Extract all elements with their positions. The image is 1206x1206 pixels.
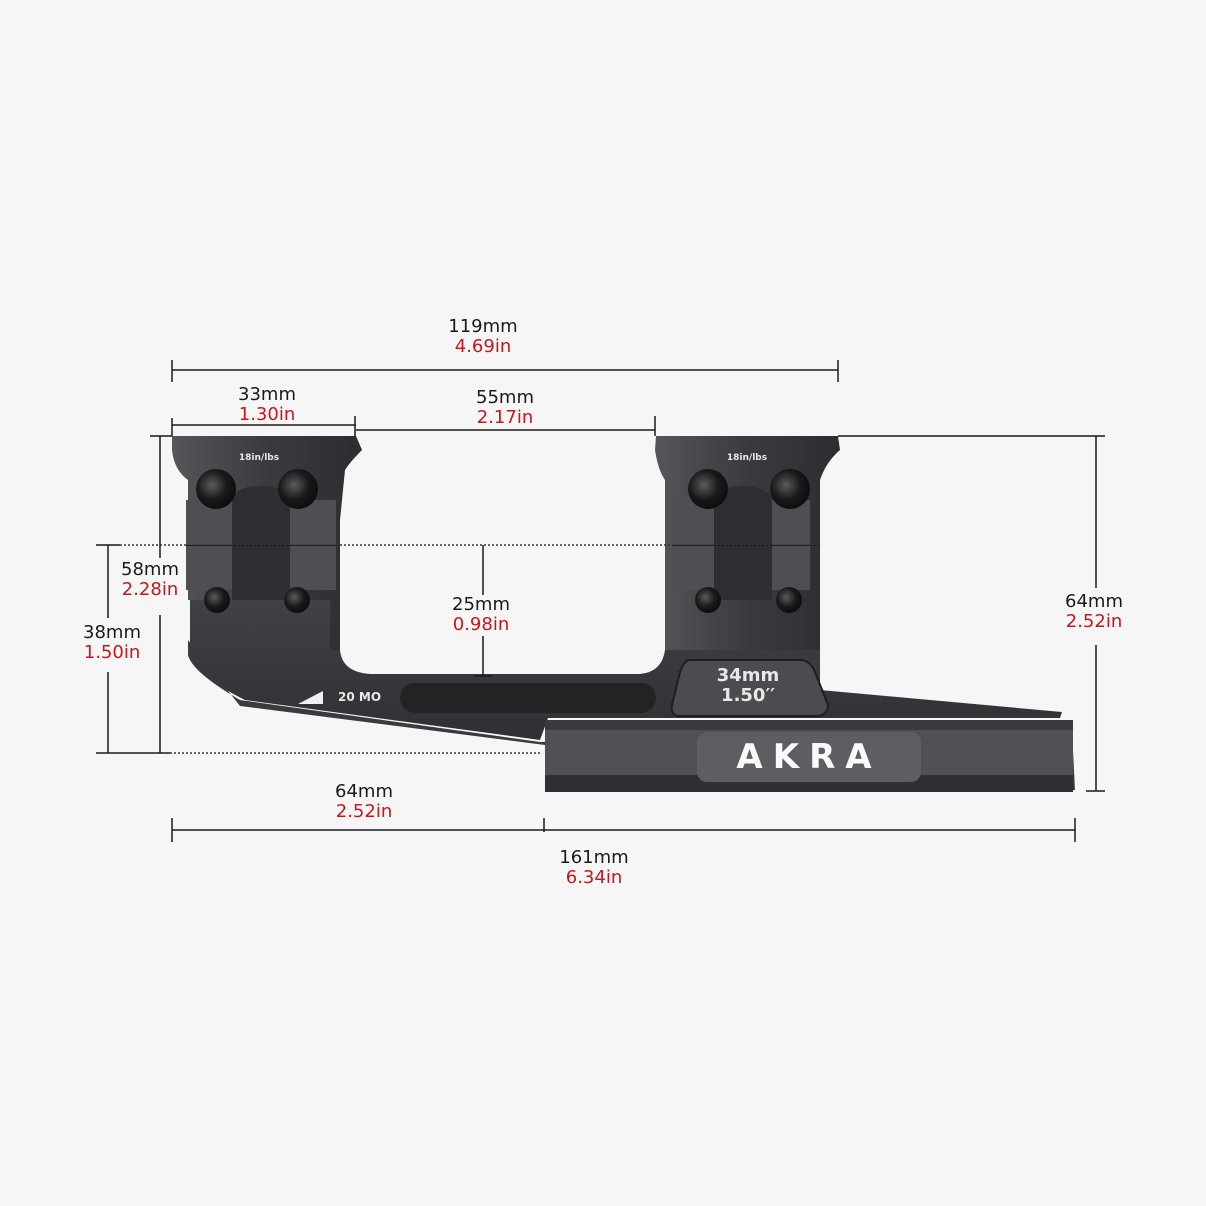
ring-size-plate	[670, 659, 830, 717]
reference-dotted-lines	[96, 544, 820, 754]
mount-body	[172, 436, 1075, 792]
cant-marking: 20 MO	[338, 690, 382, 704]
dimension-lines	[96, 360, 1105, 842]
dim-total-height-left: 58mm 2.28in	[121, 559, 179, 600]
cant-triangle-icon	[298, 691, 323, 704]
torque-marking-left: 18in/lbs	[238, 453, 280, 463]
clamp-lever	[697, 732, 921, 782]
lightening-slot	[400, 683, 656, 713]
ring-screw-holes	[196, 469, 810, 613]
ring-size-badge: 34mm 1.50′′	[700, 666, 796, 706]
dim-bore-to-saddle: 25mm 0.98in	[452, 594, 510, 635]
dim-overall-length: 161mm 6.34in	[559, 847, 629, 888]
ring-size-mm: 34mm	[716, 665, 780, 686]
dim-total-height-right: 64mm 2.52in	[1065, 591, 1123, 632]
torque-marking-right: 18in/lbs	[726, 453, 768, 463]
dim-ring-width: 33mm 1.30in	[238, 384, 296, 425]
dim-ring-span: 119mm 4.69in	[448, 316, 518, 357]
dim-center-height: 38mm 1.50in	[83, 622, 141, 663]
ring-size-inch: 1.50′′	[721, 685, 775, 706]
dim-cantilever-offset: 64mm 2.52in	[335, 781, 393, 822]
dim-ring-gap: 55mm 2.17in	[476, 387, 534, 428]
brand-logo: AKRA	[736, 737, 882, 777]
